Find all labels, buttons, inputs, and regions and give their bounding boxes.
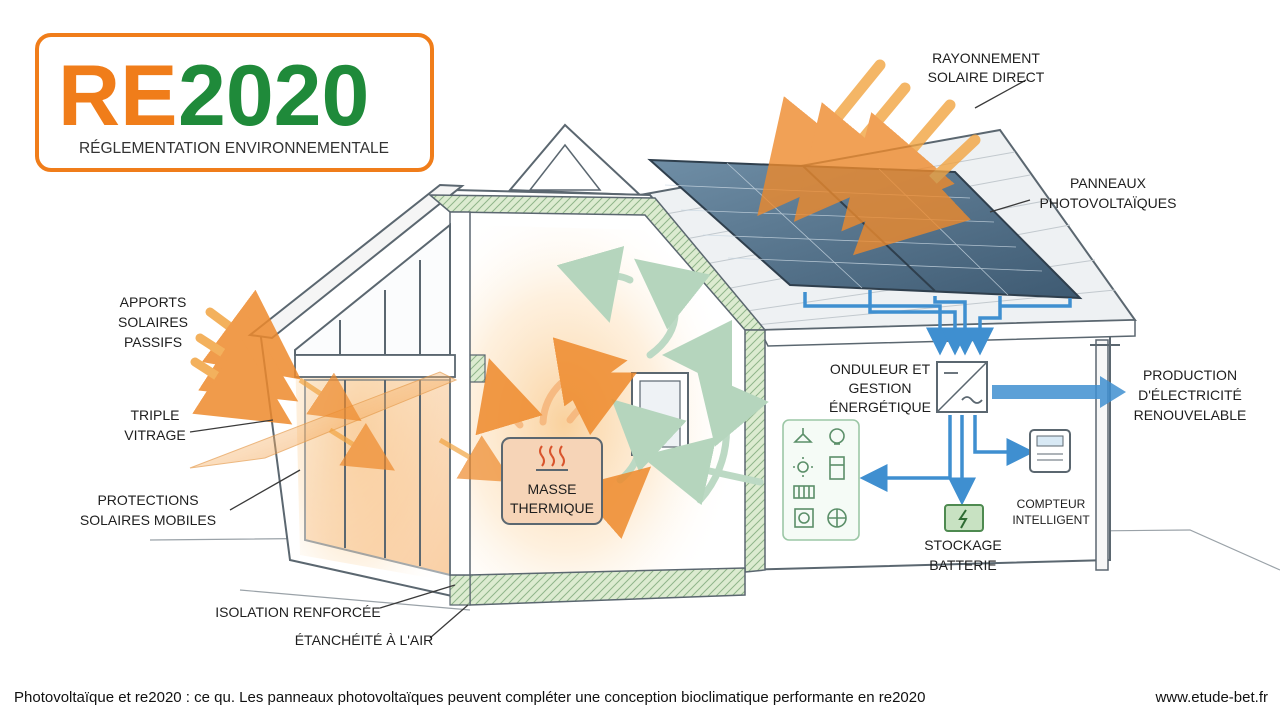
svg-text:PHOTOVOLTAÏQUES: PHOTOVOLTAÏQUES (1040, 195, 1177, 211)
smart-meter-icon (1029, 429, 1071, 473)
svg-text:VITRAGE: VITRAGE (124, 427, 185, 443)
svg-text:STOCKAGE: STOCKAGE (924, 537, 1002, 553)
svg-text:D'ÉLECTRICITÉ: D'ÉLECTRICITÉ (1138, 387, 1242, 403)
svg-text:PRODUCTION: PRODUCTION (1143, 367, 1237, 383)
svg-text:GESTION: GESTION (848, 380, 911, 396)
logo-re: RE (58, 48, 177, 144)
svg-text:COMPTEUR: COMPTEUR (1017, 497, 1086, 511)
appliances-panel (782, 419, 860, 541)
production-arrow (992, 376, 1126, 408)
svg-text:SOLAIRES MOBILES: SOLAIRES MOBILES (80, 512, 216, 528)
svg-text:ÉNERGÉTIQUE: ÉNERGÉTIQUE (829, 399, 931, 415)
heat-waves-icon (536, 445, 568, 471)
label-masse-thermique: MASSE THERMIQUE (510, 481, 594, 516)
footer-caption: Photovoltaïque et re2020 : ce qu. Les pa… (14, 689, 926, 706)
label-panneaux: PANNEAUX PHOTOVOLTAÏQUES (1040, 175, 1177, 211)
inverter-icon (936, 361, 988, 413)
ventilation-icon (827, 508, 847, 528)
footer-site: www.etude-bet.fr (1155, 689, 1268, 706)
fan-icon (794, 508, 814, 528)
svg-text:PASSIFS: PASSIFS (124, 334, 182, 350)
svg-text:APPORTS: APPORTS (120, 294, 187, 310)
svg-text:MASSE: MASSE (527, 481, 576, 497)
label-apports: APPORTS SOLAIRES PASSIFS (118, 294, 188, 350)
thermal-mass (501, 437, 603, 525)
label-etancheite: ÉTANCHÉITÉ À L'AIR (295, 632, 434, 648)
sun-icon (793, 457, 813, 477)
light-bulb-icon (829, 428, 845, 445)
svg-text:PANNEAUX: PANNEAUX (1070, 175, 1147, 191)
svg-text:TRIPLE: TRIPLE (130, 407, 179, 423)
fridge-icon (829, 456, 845, 480)
svg-text:BATTERIE: BATTERIE (929, 557, 996, 573)
label-rayonnement: RAYONNEMENT SOLAIRE DIRECT (928, 50, 1045, 85)
logo-year: 2020 (178, 48, 369, 144)
battery-icon (944, 504, 984, 532)
svg-text:RAYONNEMENT: RAYONNEMENT (932, 50, 1040, 66)
svg-text:RENOUVELABLE: RENOUVELABLE (1134, 407, 1247, 423)
logo-subtitle: RÉGLEMENTATION ENVIRONNEMENTALE (79, 140, 389, 157)
label-protections: PROTECTIONS SOLAIRES MOBILES (80, 492, 216, 528)
svg-text:INTELLIGENT: INTELLIGENT (1012, 513, 1090, 527)
label-compteur: COMPTEUR INTELLIGENT (1012, 497, 1090, 527)
svg-text:SOLAIRES: SOLAIRES (118, 314, 188, 330)
re2020-logo: RE 2020 RÉGLEMENTATION ENVIRONNEMENTALE (35, 33, 434, 172)
label-triple-vitrage: TRIPLE VITRAGE (124, 407, 185, 443)
svg-text:THERMIQUE: THERMIQUE (510, 500, 594, 516)
radiator-icon (793, 485, 815, 499)
svg-text:ONDULEUR ET: ONDULEUR ET (830, 361, 931, 377)
label-isolation: ISOLATION RENFORCÉE (215, 604, 380, 620)
label-onduleur: ONDULEUR ET GESTION ÉNERGÉTIQUE (829, 361, 931, 415)
label-stockage: STOCKAGE BATTERIE (924, 537, 1002, 573)
ceiling-lamp-icon (793, 428, 813, 443)
svg-text:PROTECTIONS: PROTECTIONS (97, 492, 198, 508)
svg-text:SOLAIRE DIRECT: SOLAIRE DIRECT (928, 69, 1045, 85)
label-production: PRODUCTION D'ÉLECTRICITÉ RENOUVELABLE (1134, 367, 1247, 423)
